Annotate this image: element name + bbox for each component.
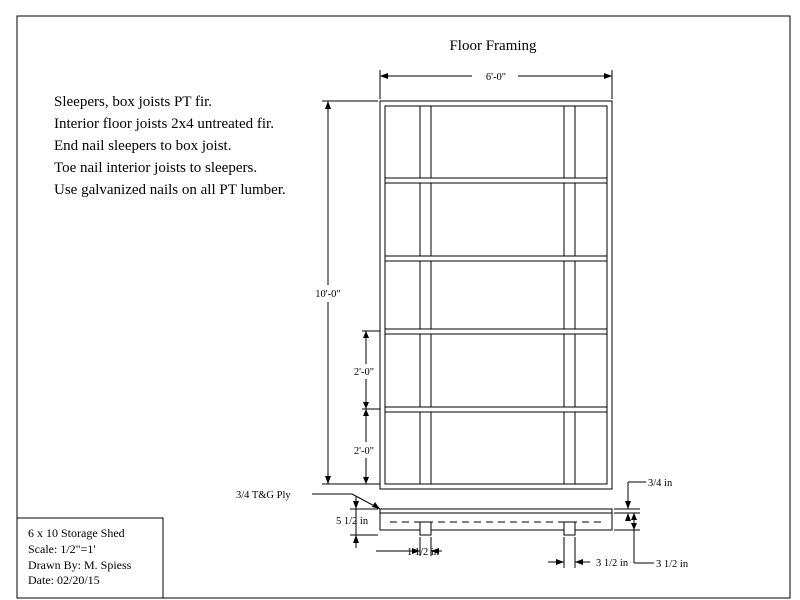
interior-joist: [384, 328, 608, 335]
framing-plan: [379, 100, 613, 490]
date-text: Date: 02/20/15: [28, 573, 100, 587]
plywood-thickness-label: 3/4 in: [648, 478, 673, 489]
sleeper-width-label: 1 1/2 in: [407, 547, 440, 558]
right-section-dimensions: 3/4 in 3 1/2 in: [614, 478, 689, 570]
note-line: Interior floor joists 2x4 untreated fir.: [54, 116, 274, 132]
plywood-callout: 3/4 T&G Ply: [236, 490, 381, 510]
joist-depth-label-a: 3 1/2 in: [596, 558, 629, 569]
note-line: Use galvanized nails on all PT lumber.: [54, 182, 286, 198]
joist-depth-dimension-a: 3 1/2 in: [548, 537, 629, 569]
length-label: 10'-0": [315, 289, 340, 300]
sleeper-width-dimension: 1 1/2 in: [376, 537, 442, 558]
plywood-label: 3/4 T&G Ply: [236, 490, 291, 501]
width-dimension: 6'-0": [379, 70, 613, 99]
project-name: 6 x 10 Storage Shed: [28, 526, 125, 540]
note-line: Sleepers, box joists PT fir.: [54, 94, 212, 110]
drawing-border: [16, 15, 791, 599]
box-joist-inner: [384, 105, 608, 485]
sleeper-section: [419, 521, 432, 536]
interior-joist: [384, 255, 608, 262]
plywood-deck: [379, 508, 613, 514]
sleeper-left: [419, 105, 432, 485]
title-block: 6 x 10 Storage Shed Scale: 1/2"=1' Drawn…: [16, 517, 164, 599]
scale-text: Scale: 1/2"=1': [28, 542, 95, 556]
floor-section: [379, 508, 613, 536]
joist-depth-label-b: 3 1/2 in: [656, 559, 689, 570]
width-label: 6'-0": [486, 72, 506, 83]
title-block-frame: [16, 517, 164, 599]
length-dimension: 10'-0": [315, 100, 378, 485]
height-label: 5 1/2 in: [336, 516, 369, 527]
framing-notes: Sleepers, box joists PT fir. Interior fl…: [54, 94, 286, 198]
box-joist-section: [379, 512, 613, 531]
sleeper-right: [563, 105, 576, 485]
height-dimension: 5 1/2 in: [336, 496, 378, 548]
interior-joist: [384, 177, 608, 184]
spacing-dimension: 2'-0" 2'-0": [354, 330, 380, 485]
note-line: Toe nail interior joists to sleepers.: [54, 160, 257, 176]
spacing-label-upper: 2'-0": [354, 367, 374, 378]
drawing-title: Floor Framing: [449, 38, 537, 54]
sleeper-section: [563, 521, 576, 536]
spacing-label-lower: 2'-0": [354, 446, 374, 457]
drawn-by-text: Drawn By: M. Spiess: [28, 558, 132, 572]
box-joist-outer: [379, 100, 613, 490]
interior-joist: [384, 406, 608, 413]
note-line: End nail sleepers to box joist.: [54, 138, 231, 154]
